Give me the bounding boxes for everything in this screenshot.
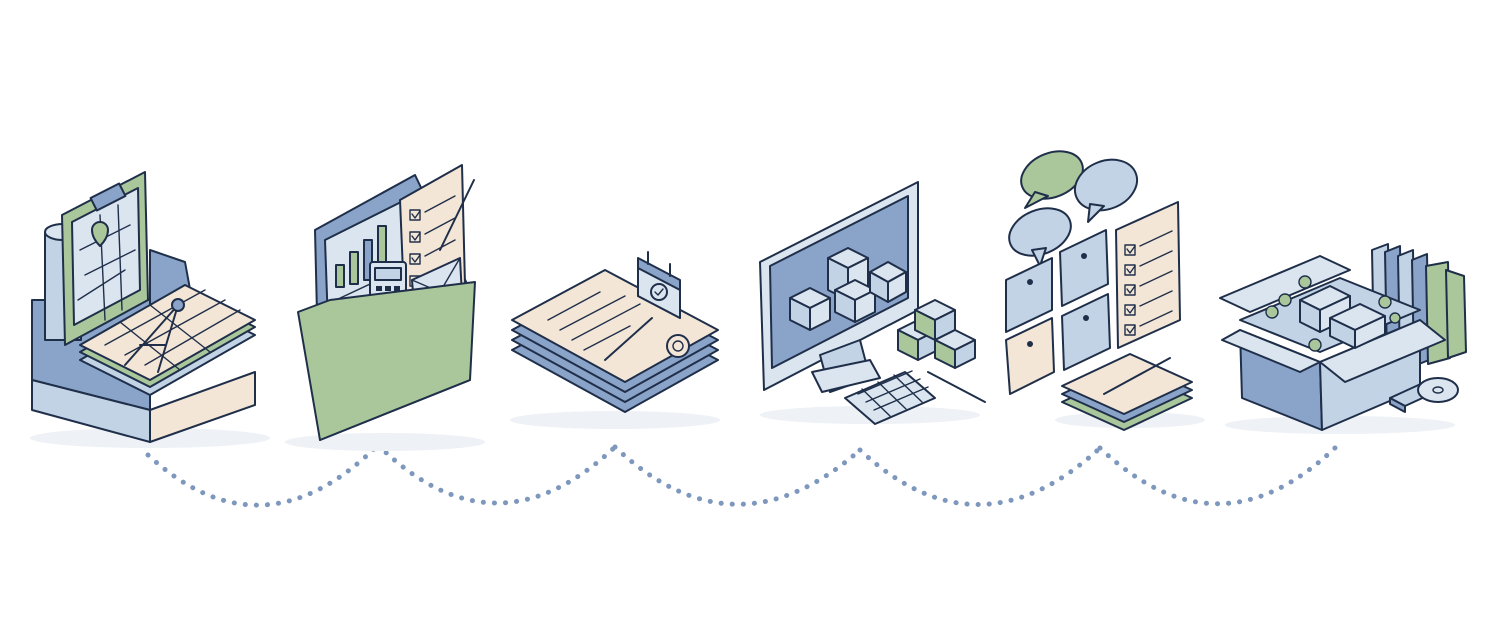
survey-site-plan-stage — [30, 171, 270, 448]
pencil-icon — [439, 179, 475, 251]
dotted-connector-path — [145, 442, 1339, 508]
sticky-note-icon — [1005, 229, 1111, 395]
notepad-icon — [1061, 353, 1193, 431]
keyboard-icon — [844, 370, 936, 425]
document-stack-icon — [511, 269, 719, 413]
review-feedback-stage — [1005, 150, 1205, 431]
speech-bubble-icon — [1008, 150, 1139, 267]
cubes-icon — [789, 247, 976, 369]
clipboard-icon — [61, 171, 149, 346]
building-model-icon — [1265, 275, 1401, 352]
3d-modeling-stage — [759, 181, 986, 425]
calendar-check-icon — [637, 251, 681, 319]
delivery-package-stage — [1219, 243, 1467, 434]
pen-icon — [604, 317, 653, 361]
pen-icon — [1103, 357, 1171, 395]
budget-analysis-stage — [285, 164, 485, 451]
contract-approval-stage — [510, 251, 720, 429]
drafting-compass-icon — [124, 298, 185, 373]
seal-icon — [666, 334, 690, 358]
stylus-icon — [927, 371, 986, 403]
location-pin-icon — [91, 221, 109, 247]
checklist-icon — [1115, 201, 1181, 349]
disc-drive-icon — [1389, 377, 1459, 413]
